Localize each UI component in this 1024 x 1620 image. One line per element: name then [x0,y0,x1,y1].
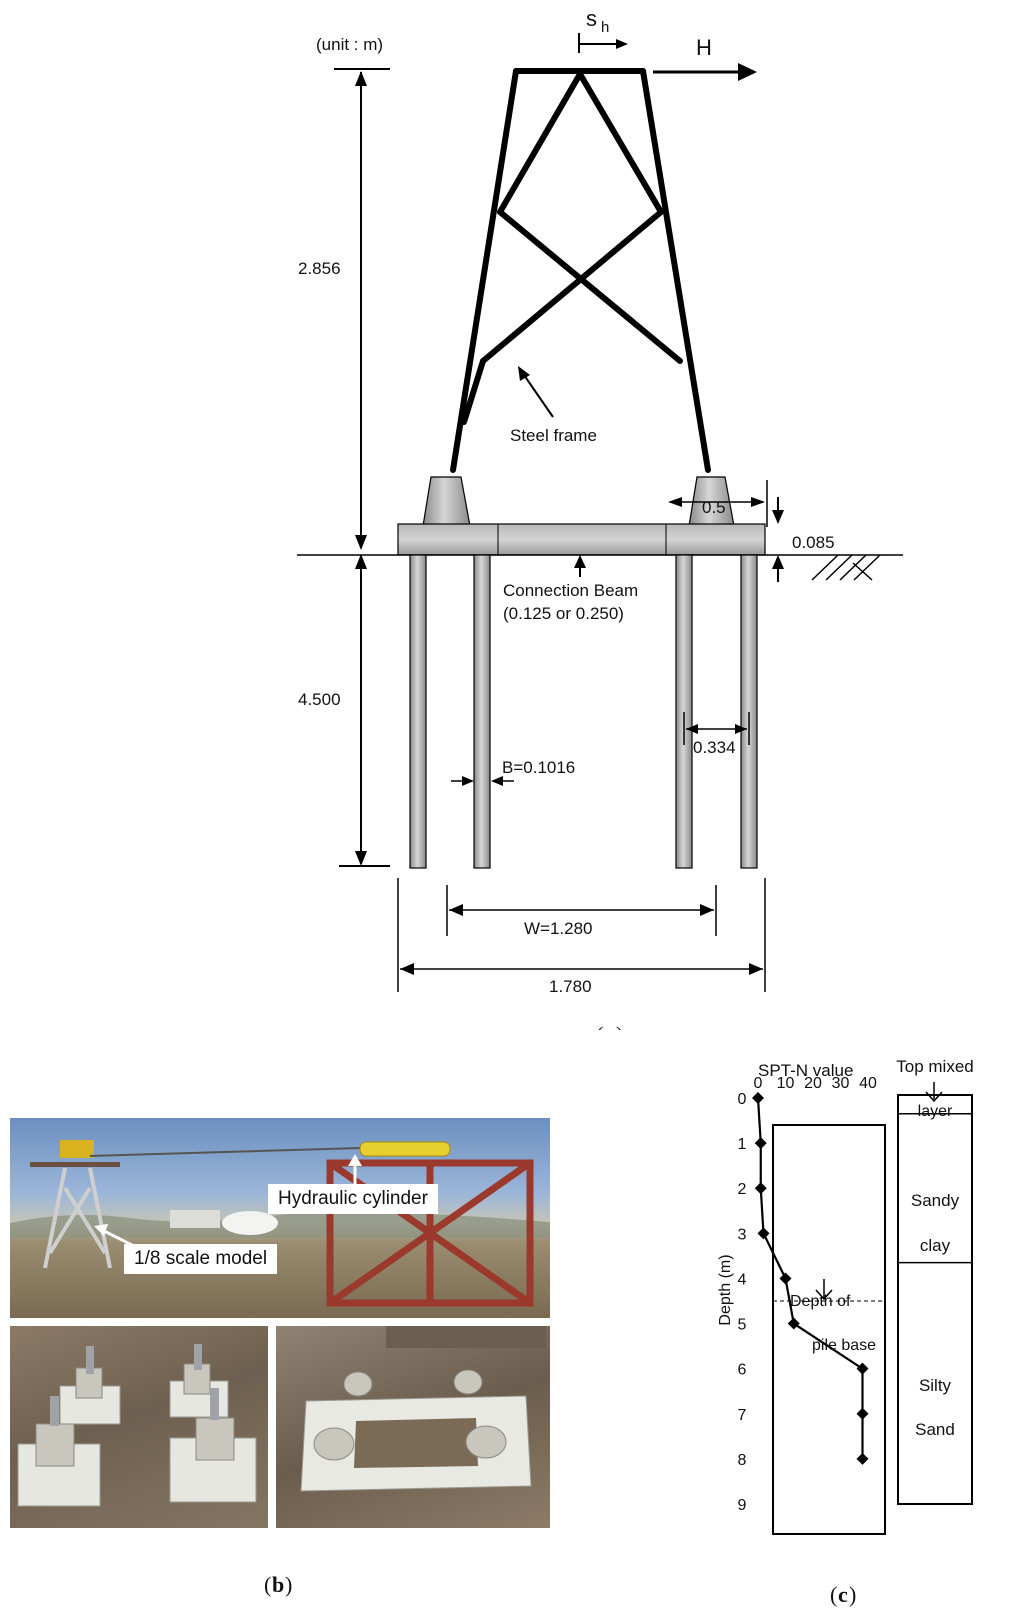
y-tick-label: 2 [738,1181,747,1198]
silty-sand-label-line2: Sand [915,1420,955,1439]
pile-cap-left [422,476,471,527]
beam-thickness-label: 0.085 [792,533,835,552]
sandy-clay-label-line2: clay [920,1236,951,1255]
x-tick-label: 0 [754,1075,763,1092]
pile-base-label-line1: Depth of [790,1293,851,1310]
pile-diameter-dimension [451,776,514,786]
spt-point [787,1317,800,1330]
displacement-label: s [586,6,597,31]
group-width-label: W=1.280 [524,919,593,938]
spt-point [856,1452,869,1465]
connection-beam-label: Connection Beam [503,581,638,600]
x-tick-label: 40 [859,1075,877,1092]
y-tick-label: 0 [738,1091,747,1108]
y-tick-label: 9 [738,1497,747,1514]
spt-series [752,1092,869,1465]
y-tick-label: 1 [738,1136,747,1153]
hydraulic-cylinder-label: Hydraulic cylinder [268,1184,438,1214]
total-width-label: 1.780 [549,977,592,996]
caption-a: a [604,1022,615,1030]
pile-spacing-label: 0.334 [693,738,736,757]
pile-base-arrow [815,1279,833,1301]
lateral-force-arrow: H [653,35,757,81]
spt-point [856,1362,869,1375]
pile-diameter-label: B=0.1016 [502,758,575,777]
displacement-arrow: s h [578,6,628,53]
displacement-subscript: h [601,19,609,36]
y-tick-label: 7 [738,1407,747,1424]
x-tick-label: 10 [777,1075,795,1092]
steel-frame-label: Steel frame [510,426,597,445]
y-tick-labels: 0 1 2 3 4 5 6 7 8 9 [738,1091,747,1514]
scale-model-pointer [94,1224,135,1248]
y-tick-label: 3 [738,1226,747,1243]
pile-length-label: 4.500 [298,690,341,709]
force-label: H [696,35,712,60]
caption-b-open: ( [264,1572,271,1597]
beam-thickness-dimension [772,497,784,582]
total-width-dimension [397,878,766,992]
pile-frame-schematic: (unit : m) s h H 2.856 4.500 [297,6,903,1030]
spt-point [779,1272,792,1285]
caption-c-close: ) [849,1582,856,1607]
x-tick-labels: 0 10 20 30 40 [754,1075,877,1092]
ground-surface [297,554,903,581]
top-mixed-arrow [925,1082,943,1103]
spt-point [757,1227,770,1240]
photo-individual-footings [10,1326,268,1528]
steel-frame-pointer [518,366,554,418]
pile-base-label-line2: pile base [812,1337,876,1354]
y-tick-label: 4 [738,1271,747,1288]
connection-beam [397,523,766,556]
soil-column [897,1094,973,1505]
top-mixed-label-line2: layer [918,1103,953,1120]
y-tick-label: 8 [738,1452,747,1469]
caption-c: c [838,1582,848,1607]
spt-point [754,1137,767,1150]
plot-frame [772,1124,886,1535]
pile-2 [473,554,491,869]
x-tick-label: 20 [804,1075,822,1092]
y-axis-label: Depth (m) [717,1254,734,1325]
pile-spacing-dimension [683,712,750,745]
cap-width-label: 0.5 [702,498,726,517]
caption-c-open: ( [830,1582,837,1607]
pile-base-arrow-head [815,1289,833,1301]
cap-width-dimension [668,480,768,527]
top-mixed-label-line1: Top mixed [896,1057,973,1076]
spt-point [752,1092,764,1104]
photo-test-setup: Hydraulic cylinder 1/8 scale model [10,1118,550,1318]
connection-beam-pointer [574,555,586,577]
pile-3 [675,554,693,869]
x-tick-label: 30 [832,1075,850,1092]
y-tick-label: 6 [738,1362,747,1379]
steel-frame [450,68,711,473]
scale-model-label: 1/8 scale model [124,1244,278,1274]
caption-a-open: ( [596,1022,603,1030]
sandy-clay-label-line1: Sandy [911,1191,960,1210]
frame-height-label: 2.856 [298,259,341,278]
caption-a-close: ) [616,1022,623,1030]
y-tick-label: 5 [738,1317,747,1334]
spt-point [856,1407,869,1420]
photo-connected-footings [276,1326,550,1528]
silty-sand-label-line1: Silty [919,1376,952,1395]
spt-point [754,1182,767,1195]
group-width-dimension [446,885,717,936]
hydraulic-cylinder-pointer [348,1154,362,1184]
connection-beam-size: (0.125 or 0.250) [503,604,624,623]
piles [409,554,758,869]
pile-length-dimension [339,554,390,867]
spt-n-profile-chart: SPT-N value 0 10 20 30 40 0 1 2 3 4 5 6 7 8 9 Depth (… [717,1057,974,1607]
soil-layer-boundaries [898,1113,972,1264]
frame-height-dimension [334,68,390,550]
chart-title: SPT-N value [758,1061,853,1080]
pile-1 [409,554,427,869]
pile-4 [740,554,758,869]
caption-b: b [272,1572,284,1597]
unit-label: (unit : m) [316,35,383,54]
test-site-photos: Hydraulic cylinder 1/8 scale model [10,1118,550,1528]
caption-b-close: ) [285,1572,292,1597]
